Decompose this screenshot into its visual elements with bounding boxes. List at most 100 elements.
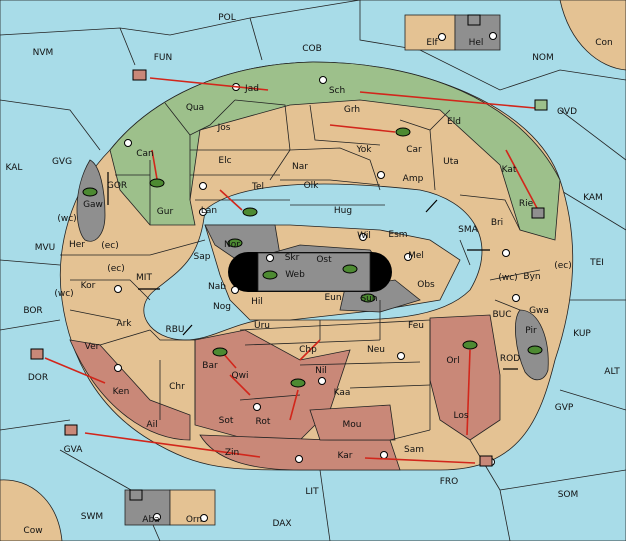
fleet-icon[interactable] bbox=[534, 99, 548, 111]
region-mou[interactable] bbox=[309, 404, 396, 441]
sea-label: TEI bbox=[589, 258, 604, 268]
order-arrow bbox=[329, 124, 396, 133]
supply-center bbox=[124, 139, 132, 147]
fleet-icon[interactable] bbox=[467, 14, 481, 26]
army-icon[interactable] bbox=[395, 127, 411, 137]
units bbox=[30, 14, 548, 501]
land-label: Nab bbox=[208, 282, 226, 292]
army-icon[interactable] bbox=[360, 293, 376, 303]
land-label: Her bbox=[69, 240, 85, 250]
coast-labels: (wc)(ec)(ec)(wc)(wc)(ec) bbox=[54, 214, 571, 299]
land-label: Jad bbox=[244, 84, 259, 94]
sea-label: GOR bbox=[107, 181, 127, 191]
land-label: Gur bbox=[157, 207, 174, 217]
supply-center bbox=[512, 294, 520, 302]
land-label: Sap bbox=[194, 252, 211, 262]
land-label: Eun bbox=[324, 293, 341, 303]
sea-label: RBU bbox=[165, 325, 184, 335]
sea-label: GVA bbox=[64, 445, 84, 455]
land-label: Jos bbox=[217, 123, 231, 133]
land-label: Zin bbox=[225, 448, 239, 458]
order-arrow bbox=[505, 149, 539, 211]
land-label: Ail bbox=[146, 420, 157, 430]
supply-center bbox=[231, 286, 239, 294]
land-label: Bri bbox=[491, 218, 503, 228]
land-label: Rot bbox=[256, 417, 271, 427]
adjacency-arrows bbox=[107, 172, 518, 370]
adjacency-arrow bbox=[182, 324, 193, 336]
order-arrow bbox=[364, 457, 476, 464]
army-icon[interactable] bbox=[290, 378, 306, 388]
sea-label: KUP bbox=[573, 329, 591, 339]
fleet-icon[interactable] bbox=[531, 207, 545, 219]
sea-label: NOM bbox=[532, 53, 554, 63]
sea-label: OVD bbox=[557, 107, 577, 117]
land-label: Gaw bbox=[83, 200, 103, 210]
land-label: Bar bbox=[202, 361, 218, 371]
land-borders bbox=[60, 99, 541, 491]
supply-center bbox=[359, 233, 367, 241]
order-arrow bbox=[44, 357, 106, 384]
sea-label: GVG bbox=[52, 157, 72, 167]
region-orl-los[interactable] bbox=[429, 314, 501, 441]
region-zin-kar[interactable] bbox=[199, 434, 401, 471]
land-label: Yok bbox=[355, 145, 372, 155]
army-icon[interactable] bbox=[462, 340, 478, 350]
coast-label: (ec) bbox=[554, 261, 572, 271]
supply-center bbox=[295, 455, 303, 463]
supply-center bbox=[114, 364, 122, 372]
sea-label: KAL bbox=[6, 163, 23, 173]
land-label: Can bbox=[136, 149, 154, 159]
sea-label: FUN bbox=[154, 53, 173, 63]
region-gaw[interactable] bbox=[76, 159, 106, 242]
supply-center bbox=[438, 33, 446, 41]
land-label: Kaa bbox=[334, 388, 351, 398]
land-label: Chr bbox=[169, 382, 185, 392]
fleet-icon[interactable] bbox=[129, 489, 143, 501]
supply-center bbox=[404, 253, 412, 261]
army-icon[interactable] bbox=[262, 270, 278, 280]
coast-label: (wc) bbox=[498, 273, 517, 283]
fleet-icon[interactable] bbox=[64, 424, 78, 436]
land-label: Sam bbox=[404, 445, 424, 455]
supply-center bbox=[114, 285, 122, 293]
supply-center bbox=[377, 171, 385, 179]
supply-center bbox=[199, 208, 207, 216]
army-icon[interactable] bbox=[527, 345, 543, 355]
land-label: Eld bbox=[447, 117, 461, 127]
fleet-icon[interactable] bbox=[479, 455, 493, 467]
region-pir[interactable] bbox=[515, 309, 549, 381]
land-label: Neu bbox=[367, 345, 385, 355]
army-icon[interactable] bbox=[212, 347, 228, 357]
coast-label: (ec) bbox=[101, 241, 119, 251]
sea-label: LIT bbox=[305, 487, 319, 497]
order-arrow bbox=[84, 432, 261, 458]
land-label: Olk bbox=[304, 181, 320, 191]
sea-label: BOR bbox=[23, 306, 42, 316]
sea-label: DAX bbox=[272, 519, 291, 529]
army-icon[interactable] bbox=[149, 178, 165, 188]
land-label: Sch bbox=[329, 86, 345, 96]
land-label: Uru bbox=[254, 321, 270, 331]
fleet-icon[interactable] bbox=[132, 69, 147, 81]
land-label: Skr bbox=[285, 253, 300, 263]
land-label: Rie bbox=[519, 199, 534, 209]
army-icon[interactable] bbox=[342, 264, 358, 274]
sea-label: DOR bbox=[28, 373, 48, 383]
sea-label: BUC bbox=[492, 310, 511, 320]
coast-label: (ec) bbox=[107, 264, 125, 274]
land-label: Web bbox=[285, 270, 305, 280]
land-label: Nil bbox=[315, 366, 327, 376]
army-icon[interactable] bbox=[82, 187, 98, 197]
coast-label: (wc) bbox=[57, 214, 76, 224]
army-icon[interactable] bbox=[242, 207, 258, 217]
land-label: Uta bbox=[443, 157, 459, 167]
land-label: Lan bbox=[201, 206, 217, 216]
land-label: Tel bbox=[251, 182, 264, 192]
land-label: Obs bbox=[417, 280, 435, 290]
army-icon[interactable] bbox=[227, 238, 243, 248]
sea-label: GVP bbox=[555, 403, 574, 413]
land-label: Byn bbox=[523, 272, 540, 282]
fleet-icon[interactable] bbox=[30, 348, 44, 360]
